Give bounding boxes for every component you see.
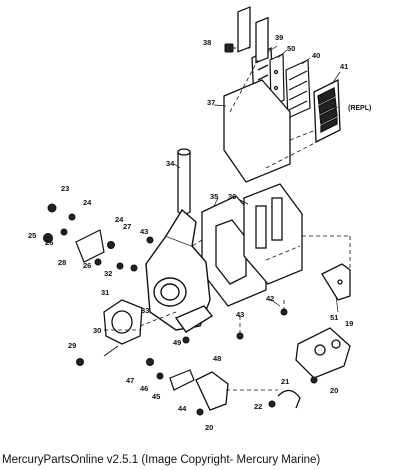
callout-45: 45 — [152, 392, 160, 401]
callout-46: 46 — [140, 384, 148, 393]
callout-30: 30 — [93, 326, 101, 335]
callout-51: 51 — [330, 313, 338, 322]
repl-label: (REPL) — [348, 105, 371, 112]
callout-29: 29 — [68, 341, 76, 350]
screw-part-38 — [224, 43, 250, 53]
callout-31: 31 — [101, 288, 109, 297]
callout-35: 35 — [210, 192, 218, 201]
callout-numbers: 38 39 50 40 41 37 34 23 35 36 24 24 27 2… — [28, 33, 353, 432]
alignment-lines — [104, 59, 351, 391]
callout-26a: 26 — [45, 238, 53, 247]
callout-19: 19 — [345, 319, 353, 328]
reed-block-assembly-part-41 — [313, 78, 341, 144]
image-copyright-caption: MercuryPartsOnline v2.5.1 (Image Copyrig… — [2, 454, 321, 466]
gasket-part-31 — [103, 299, 143, 345]
callout-42: 42 — [266, 294, 274, 303]
linkage-part-28 — [75, 229, 105, 263]
callout-50: 50 — [287, 44, 295, 53]
callout-32: 32 — [104, 269, 112, 278]
callout-43b: 43 — [236, 310, 244, 319]
callout-33: 33 — [141, 306, 149, 315]
callout-48: 48 — [213, 354, 221, 363]
bracket-part-19 — [295, 327, 351, 379]
callout-22: 22 — [254, 402, 262, 411]
callout-27: 27 — [123, 222, 131, 231]
tube-part-34 — [177, 148, 191, 215]
callout-34: 34 — [166, 159, 175, 168]
fasteners-left — [43, 203, 124, 366]
callout-49: 49 — [173, 338, 181, 347]
reed-petals-part-40 — [285, 59, 311, 119]
leader-lines — [173, 45, 341, 313]
clip-part-21 — [277, 389, 301, 409]
link-part-45 — [169, 369, 195, 391]
callout-38: 38 — [203, 38, 211, 47]
callout-20a: 20 — [330, 386, 338, 395]
callout-36: 36 — [228, 192, 236, 201]
callout-47: 47 — [126, 376, 134, 385]
callout-44: 44 — [178, 404, 187, 413]
callout-21: 21 — [281, 377, 289, 386]
callout-24a: 24 — [83, 198, 92, 207]
callout-23: 23 — [61, 184, 69, 193]
callout-25: 25 — [28, 231, 36, 240]
bracket-part-44 — [195, 371, 229, 411]
callout-24b: 24 — [115, 215, 124, 224]
bracket-part-51 — [321, 263, 351, 301]
gasket-part-37 — [223, 6, 291, 183]
callout-40: 40 — [312, 51, 320, 60]
callout-20b: 20 — [205, 423, 213, 432]
callout-37: 37 — [207, 98, 215, 107]
housing-part-33 — [145, 208, 214, 333]
callout-43a: 43 — [140, 227, 148, 236]
callout-28: 28 — [58, 258, 66, 267]
callout-39: 39 — [275, 33, 283, 42]
plate-part-36 — [243, 183, 303, 285]
callout-26b: 26 — [83, 261, 91, 270]
callout-41: 41 — [340, 62, 348, 71]
